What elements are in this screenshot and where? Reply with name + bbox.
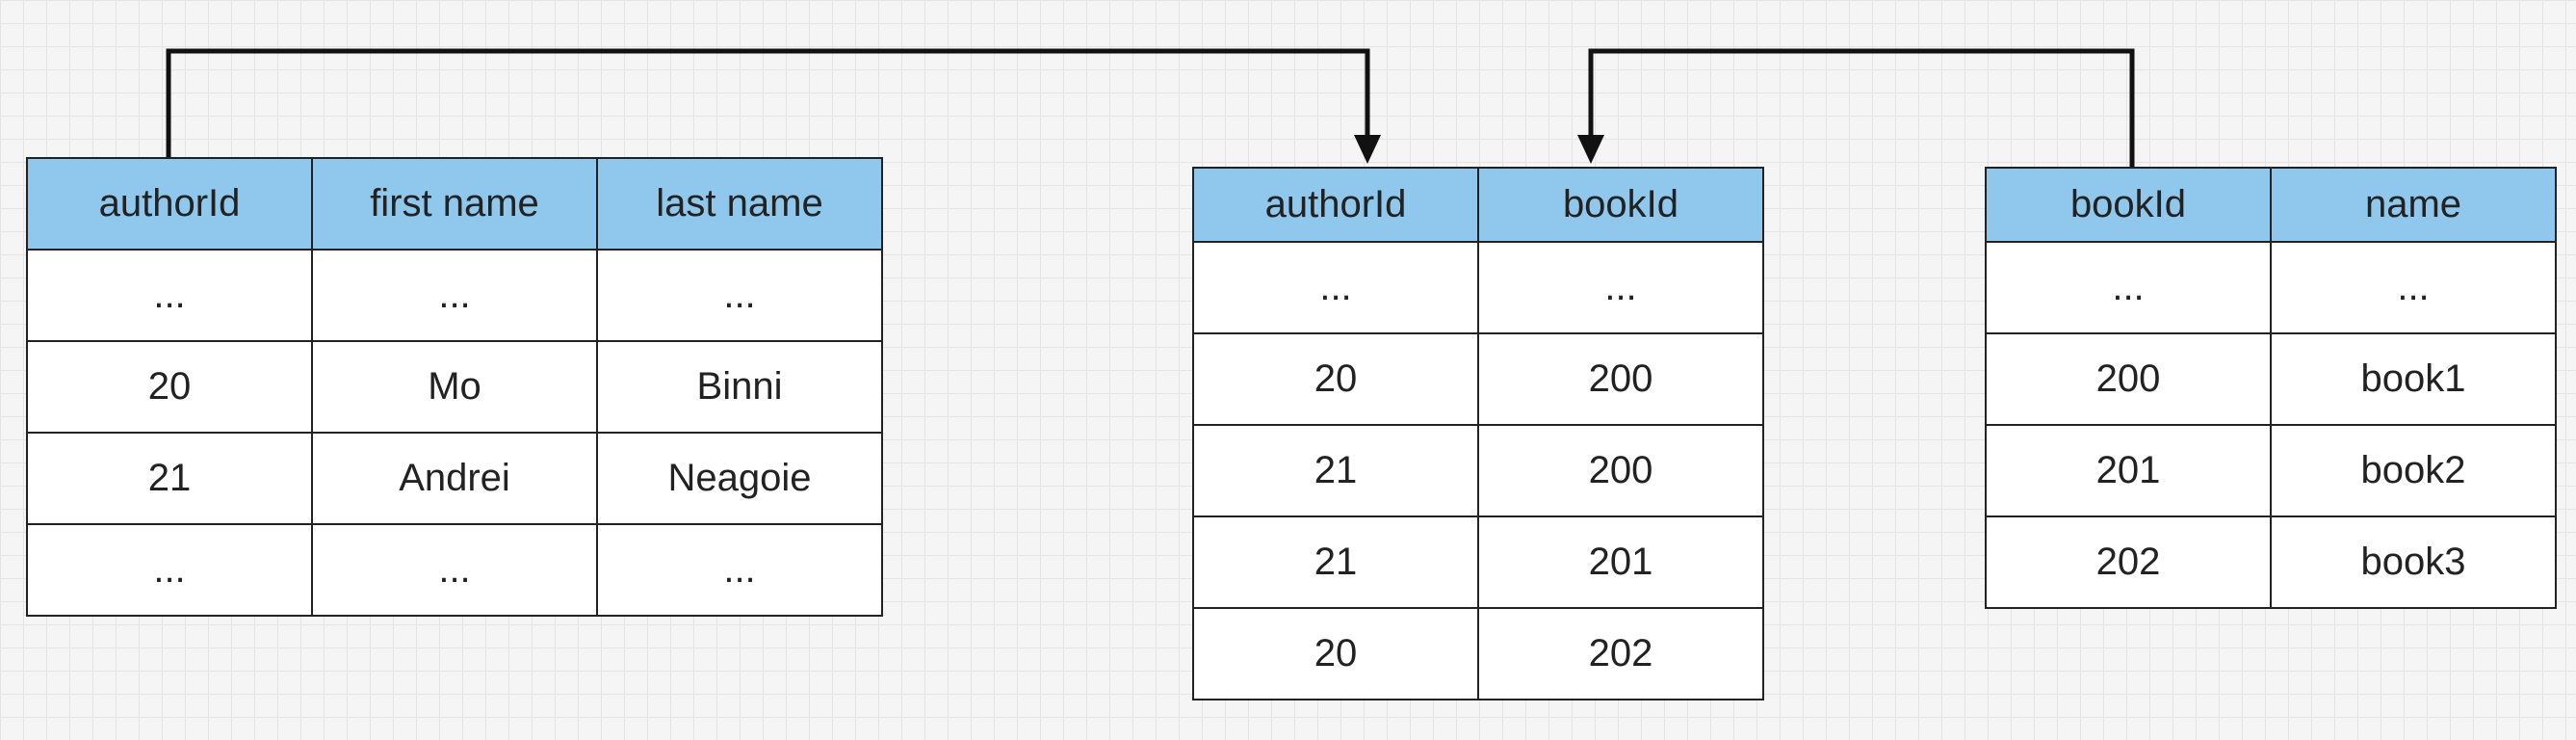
author-books-table: authorId bookId ... ... 20 200 21 200 21… [1192, 167, 1764, 700]
table-cell: 201 [1985, 424, 2272, 517]
table-header-row: authorId first name last name [26, 157, 883, 251]
table-header-row: authorId bookId [1192, 167, 1764, 243]
arrowhead-author-books-bookid [1577, 135, 1604, 164]
books-table: bookId name ... ... 200 book1 201 book2 … [1985, 167, 2557, 609]
table-cell: ... [1477, 241, 1764, 334]
arrow-authors-to-author-books [166, 48, 1370, 157]
table-row: 21 Andrei Neagoie [26, 432, 883, 525]
column-header-bookid: bookId [1985, 167, 2272, 243]
table-cell: book2 [2270, 424, 2557, 517]
table-cell: ... [596, 523, 883, 617]
arrow-books-to-author-books [1588, 48, 2135, 167]
table-cell: Mo [311, 340, 598, 434]
table-row: 20 202 [1192, 607, 1764, 700]
table-row: 21 201 [1192, 515, 1764, 609]
table-cell: 202 [1477, 607, 1764, 700]
column-header-bookid: bookId [1477, 167, 1764, 243]
table-cell: Binni [596, 340, 883, 434]
arrowhead-author-books-authorid [1354, 135, 1381, 164]
table-cell: 21 [1192, 515, 1479, 609]
column-header-authorid: authorId [1192, 167, 1479, 243]
table-cell: 20 [1192, 332, 1479, 426]
table-cell: 200 [1477, 424, 1764, 517]
table-cell: ... [26, 523, 313, 617]
table-row: 201 book2 [1985, 424, 2557, 517]
table-row: 20 Mo Binni [26, 340, 883, 434]
table-cell: 20 [26, 340, 313, 434]
table-cell: 21 [26, 432, 313, 525]
table-row: 202 book3 [1985, 515, 2557, 609]
table-row: ... ... [1985, 241, 2557, 334]
table-cell: 21 [1192, 424, 1479, 517]
table-cell: 200 [1477, 332, 1764, 426]
table-cell: ... [596, 249, 883, 342]
column-header-first-name: first name [311, 157, 598, 251]
table-cell: 201 [1477, 515, 1764, 609]
authors-table: authorId first name last name ... ... ..… [26, 157, 883, 617]
table-row: 21 200 [1192, 424, 1764, 517]
column-header-authorid: authorId [26, 157, 313, 251]
table-cell: ... [311, 249, 598, 342]
table-row: 200 book1 [1985, 332, 2557, 426]
table-cell: Andrei [311, 432, 598, 525]
table-cell: ... [1192, 241, 1479, 334]
table-cell: ... [311, 523, 598, 617]
table-cell: ... [26, 249, 313, 342]
table-cell: ... [1985, 241, 2272, 334]
table-row: ... ... [1192, 241, 1764, 334]
table-row: 20 200 [1192, 332, 1764, 426]
table-cell: Neagoie [596, 432, 883, 525]
column-header-last-name: last name [596, 157, 883, 251]
table-header-row: bookId name [1985, 167, 2557, 243]
table-row: ... ... ... [26, 249, 883, 342]
table-cell: book3 [2270, 515, 2557, 609]
table-cell: 20 [1192, 607, 1479, 700]
table-row: ... ... ... [26, 523, 883, 617]
table-cell: book1 [2270, 332, 2557, 426]
column-header-name: name [2270, 167, 2557, 243]
table-cell: 202 [1985, 515, 2272, 609]
table-cell: ... [2270, 241, 2557, 334]
table-cell: 200 [1985, 332, 2272, 426]
